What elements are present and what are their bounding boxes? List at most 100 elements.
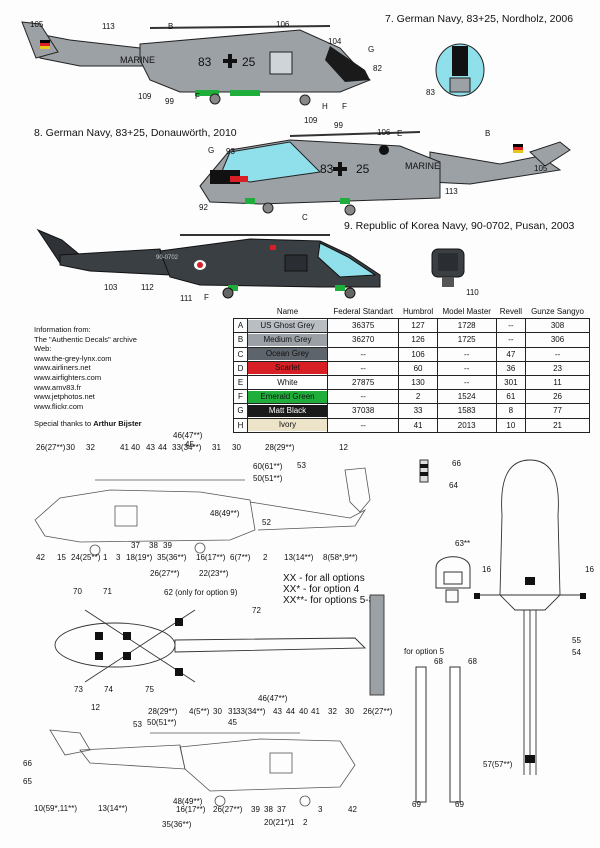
stencil-label: 46(47**) xyxy=(258,694,288,703)
info-link[interactable]: www.the-grey-lynx.com xyxy=(34,353,112,363)
stencil-label: 43 xyxy=(146,443,155,452)
info-link[interactable]: www.airfighters.com xyxy=(34,372,102,382)
info-heading: Information from: xyxy=(34,325,91,334)
callout: 109 xyxy=(138,92,152,101)
stencil-label: 16 xyxy=(482,565,491,574)
info-line: The "Authentic Decals" archive xyxy=(34,334,137,344)
option9-caption: 9. Republic of Korea Navy, 90-0702, Pusa… xyxy=(344,220,575,232)
stencil-label: 75 xyxy=(145,685,154,694)
stencil-label: 71 xyxy=(103,587,112,596)
stencil-label: 44 xyxy=(158,443,167,452)
stencil-label: 46(47**) xyxy=(173,431,203,440)
stencil-label: 62 (only for option 9) xyxy=(164,588,238,597)
legend: XX - for all options XX* - for option 4 … xyxy=(283,573,374,606)
callout: 113 xyxy=(445,187,458,196)
callout: 93 xyxy=(226,147,235,156)
stencil-label: 26(27**) xyxy=(363,707,393,716)
info-block: Information from: The "Authentic Decals"… xyxy=(34,325,142,429)
paint-table: Name Federal Standart Humbrol Model Mast… xyxy=(233,305,590,433)
stencil-label: 35(36**) xyxy=(157,553,187,562)
stencil-label: 18(19*) xyxy=(126,553,153,562)
callout: E xyxy=(397,129,403,138)
stencil-label: 32 xyxy=(86,443,95,452)
stencil-label: 66 xyxy=(452,459,461,468)
color-swatch: US Ghost Grey xyxy=(248,319,327,332)
info-link[interactable]: www.airliners.net xyxy=(34,363,91,373)
stencil-label: 16(17**) xyxy=(196,553,226,562)
stencil-label: 53 xyxy=(297,461,306,470)
callout: 105 xyxy=(534,164,548,173)
stencil-note: for option 5 xyxy=(404,647,445,656)
stencil-label: 45 xyxy=(185,440,194,449)
swatch-cell: Medium Grey xyxy=(247,332,328,348)
stencil-label: 33(34**) xyxy=(236,707,266,716)
stencil-label: 12 xyxy=(91,703,100,712)
stencil-label: 3 xyxy=(318,805,323,814)
callout: 113 xyxy=(102,22,115,31)
info-link[interactable]: www.jetphotos.net xyxy=(34,392,95,402)
callout: C xyxy=(302,213,308,222)
stencil-label: 64 xyxy=(449,481,458,490)
callout: 106 xyxy=(377,128,391,137)
stencil-label: 26(27**) xyxy=(36,443,66,452)
callout: 99 xyxy=(165,97,174,106)
stencil-label: 32 xyxy=(328,707,337,716)
option7-helicopter-side xyxy=(21,21,371,106)
stencil-label: 44 xyxy=(286,707,295,716)
stencil-label: 42 xyxy=(36,553,45,562)
color-swatch: Matt Black xyxy=(248,404,327,417)
stencil-label: 4(5**) xyxy=(189,707,210,716)
stencil-label: 52 xyxy=(262,518,271,527)
option7-nose-view xyxy=(435,43,485,97)
stencil-label: 31 xyxy=(228,707,237,716)
thanks-name: Arthur Bijster xyxy=(93,419,142,429)
stencil-belly-view xyxy=(474,459,586,775)
callout: 82 xyxy=(373,64,382,73)
color-swatch: Ocean Grey xyxy=(248,348,327,361)
stencil-label: 35(36**) xyxy=(162,820,192,829)
callout: B xyxy=(168,22,174,31)
stencil-label: 22(23**) xyxy=(199,569,229,578)
callout: 109 xyxy=(304,116,318,125)
stencil-label: 66 xyxy=(23,759,32,768)
option8-marine: MARINE xyxy=(405,161,441,171)
stencil-label: 63** xyxy=(455,539,471,548)
stencil-side-view-left xyxy=(49,729,356,807)
stencil-label: 53 xyxy=(133,720,142,729)
stencil-label: 6(7**) xyxy=(230,553,251,562)
callout: G xyxy=(208,146,215,155)
callout: 112 xyxy=(141,283,154,292)
color-swatch: Scarlet xyxy=(248,362,327,375)
stencil-label: 28(29**) xyxy=(148,707,178,716)
option9-helicopter-side xyxy=(36,228,381,299)
callout: 106 xyxy=(276,20,290,29)
callout: 105 xyxy=(30,20,44,29)
color-swatch: Medium Grey xyxy=(248,333,327,346)
color-swatch: White xyxy=(248,376,327,389)
swatch-cell: Scarlet xyxy=(247,360,328,376)
info-link[interactable]: www.amv83.fr xyxy=(34,382,82,392)
stencil-label: 41 xyxy=(311,707,320,716)
stencil-label: 73 xyxy=(74,685,83,694)
info-link[interactable]: www.flickr.com xyxy=(34,401,84,411)
stencil-label: 37 xyxy=(277,805,286,814)
callout: 111 xyxy=(180,294,193,303)
swatch-cell: Ivory xyxy=(247,417,328,433)
option7-code: 83 xyxy=(198,55,212,69)
option8-caption: 8. German Navy, 83+25, Donauwörth, 2010 xyxy=(34,127,237,139)
stencil-label: 28(29**) xyxy=(265,443,295,452)
option7-marine: MARINE xyxy=(120,55,156,65)
stencil-label: 38 xyxy=(264,805,273,814)
swatch-cell: Emerald Green xyxy=(247,389,328,405)
stencil-label: 69 xyxy=(455,800,464,809)
stencil-blades xyxy=(415,666,461,803)
stencil-label: 42 xyxy=(348,805,357,814)
swatch-cell: White xyxy=(247,374,328,391)
stencil-label: 54 xyxy=(572,648,581,657)
stencil-label: 69 xyxy=(412,800,421,809)
stencil-label: 55 xyxy=(572,636,581,645)
stencil-label: 38 xyxy=(149,541,158,550)
stencil-label: 12 xyxy=(339,443,348,452)
